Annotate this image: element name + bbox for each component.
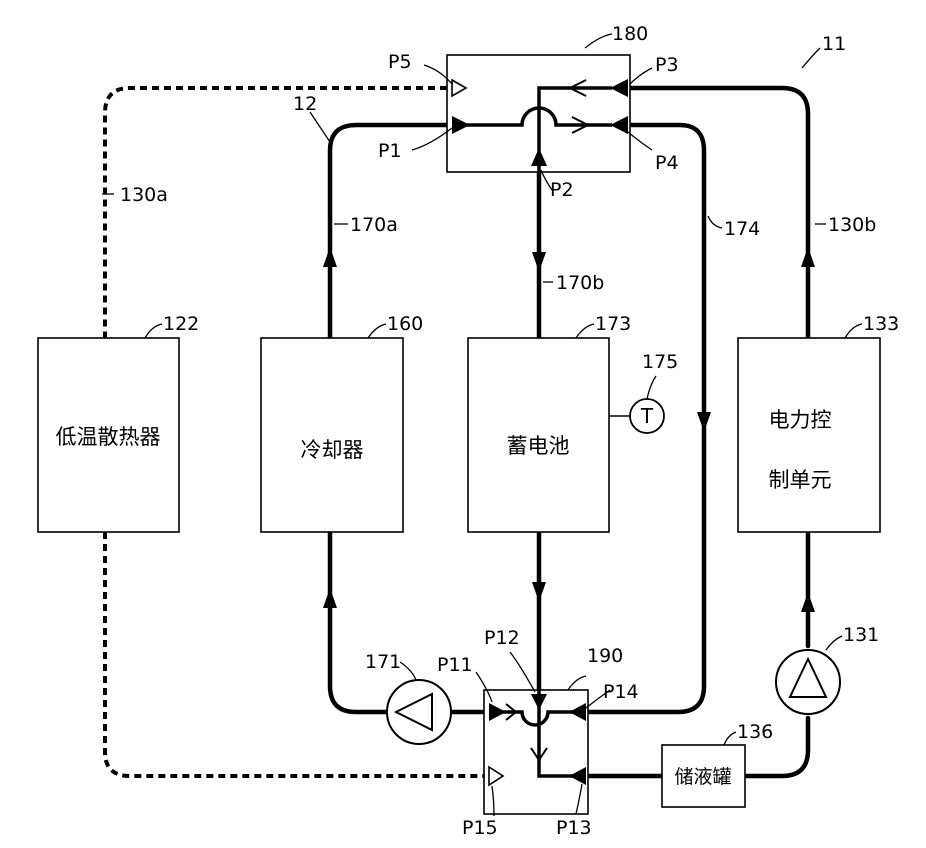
label-p5: P5 [388, 51, 412, 73]
pcu-box [738, 338, 880, 532]
label-122: 122 [163, 313, 199, 335]
label-p13: P13 [556, 817, 592, 839]
label-170b: 170b [556, 272, 604, 294]
label-130b: 130b [828, 214, 876, 236]
cooler-label: 冷却器 [301, 438, 364, 462]
label-p12: P12 [484, 627, 520, 649]
valve-190 [484, 690, 588, 814]
label-p1: P1 [378, 140, 402, 162]
arrow-up-170a [323, 247, 337, 267]
label-170a: 170a [350, 214, 398, 236]
label-p4: P4 [655, 152, 679, 174]
pump-171-icon [387, 680, 451, 744]
label-180: 180 [612, 23, 648, 45]
label-175: 175 [642, 351, 678, 373]
label-136: 136 [737, 721, 773, 743]
label-p14: P14 [603, 681, 639, 703]
label-p3: P3 [655, 54, 679, 76]
temp-sensor-label: T [640, 404, 654, 428]
pcu-label-line2: 制单元 [769, 468, 832, 492]
arrow-up-cooler-in [323, 588, 337, 608]
arrow-down-battery-out [532, 582, 546, 602]
label-p11: P11 [437, 654, 473, 676]
arrow-down-174 [697, 412, 711, 432]
radiator-label: 低温散热器 [56, 425, 161, 449]
label-171: 171 [365, 651, 401, 673]
cooler-box [261, 338, 403, 532]
label-173: 173 [595, 313, 631, 335]
label-p2: P2 [550, 179, 574, 201]
pcu-label-line1: 电力控 [769, 408, 832, 432]
label-p15: P15 [462, 817, 498, 839]
label-130a: 130a [120, 184, 168, 206]
battery-label: 蓄电池 [507, 434, 570, 458]
label-160: 160 [387, 313, 423, 335]
label-190: 190 [587, 645, 623, 667]
arrow-down-170b [532, 252, 546, 272]
label-174: 174 [724, 218, 760, 240]
pump-131-icon [776, 650, 840, 714]
valve-180 [447, 55, 630, 172]
label-11: 11 [822, 33, 846, 55]
label-133: 133 [863, 313, 899, 335]
label-12: 12 [293, 93, 317, 115]
arrow-up-pcu-in [801, 592, 815, 612]
arrow-up-130b [801, 247, 815, 267]
label-131: 131 [843, 624, 879, 646]
tank-label: 储液罐 [674, 766, 731, 788]
